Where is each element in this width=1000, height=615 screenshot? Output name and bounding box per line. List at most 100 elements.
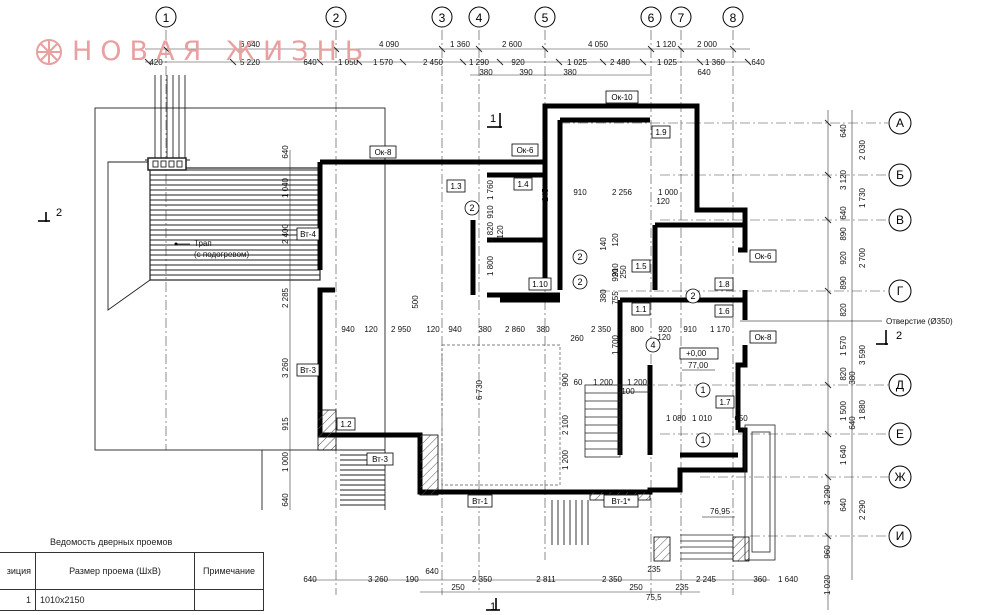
- brand-logo: НОВАЯ ЖИЗНЬ: [34, 36, 371, 67]
- window-tag: Ок-10: [611, 93, 633, 102]
- axis-label-2: 2: [333, 11, 340, 25]
- mark-label: 1: [700, 385, 705, 395]
- mark-label: 2: [469, 203, 474, 213]
- dim-text: 2 000: [697, 40, 718, 49]
- dim-text: 5 220: [240, 58, 261, 67]
- dim-text: 2 480: [610, 58, 631, 67]
- axis-label-3: 3: [439, 11, 446, 25]
- dim-text: 2 256: [612, 188, 633, 197]
- dim-text: 1 640: [778, 575, 799, 584]
- section-label: 2: [896, 330, 902, 342]
- mark-label: 4: [650, 340, 655, 350]
- brand-name: НОВАЯ ЖИЗНЬ: [72, 36, 372, 67]
- level-mark: 77,00: [688, 361, 709, 370]
- dim-text: 1 170: [710, 325, 731, 334]
- axis-label-a: А: [896, 116, 904, 130]
- section-label: 1: [490, 113, 496, 125]
- dim-text: 1 010: [692, 414, 713, 423]
- dim-text: 1 360: [450, 40, 471, 49]
- hole-label: Отверстие (Ø350): [886, 317, 953, 326]
- door-tag: Вт-1*: [612, 497, 631, 506]
- dim-text: 940: [341, 325, 355, 334]
- dim-text: 235: [675, 583, 689, 592]
- element-tags: [296, 90, 777, 508]
- dim-text: 2 450: [423, 58, 444, 67]
- dim-text: 250: [629, 583, 643, 592]
- dim-text: 920: [611, 268, 620, 282]
- room-tag: 1.4: [517, 180, 529, 189]
- ramp-label: Трап: [194, 239, 212, 248]
- dim-text: 500: [411, 295, 420, 309]
- axis-label-b: Б: [896, 168, 904, 182]
- dim-text: 420: [149, 58, 163, 67]
- dim-text: 120: [364, 325, 378, 334]
- axis-label-1: 1: [163, 11, 170, 25]
- dim-text: 4 090: [379, 40, 400, 49]
- dim-text: 6 730: [475, 379, 484, 400]
- room-tag: 1.3: [450, 182, 462, 191]
- dim-text: 755: [611, 291, 620, 305]
- dim-text: 640: [303, 58, 317, 67]
- door-tag: Вт-1: [472, 497, 488, 506]
- axis-label-e: Е: [896, 427, 904, 441]
- dim-text: 120: [426, 325, 440, 334]
- dim-text: 3 290: [823, 484, 832, 505]
- window-tag: Ок-8: [755, 333, 772, 342]
- dim-text: 3 590: [858, 344, 867, 365]
- dim-text: 640: [751, 58, 765, 67]
- dim-text: 120: [656, 197, 670, 206]
- axis-label-i: И: [896, 529, 905, 543]
- dim-text: 2 950: [391, 325, 412, 334]
- dim-text: 235: [647, 565, 661, 574]
- dim-text: 910: [611, 263, 620, 277]
- dim-text: 1 050: [338, 58, 359, 67]
- dim-text: 1 080: [666, 414, 687, 423]
- dim-text: 1 020: [823, 574, 832, 595]
- level-mark-main: +0,00: [686, 349, 707, 358]
- table-header-cell: Размер проема (ШхВ): [35, 552, 195, 590]
- axis-grid-lines: [165, 30, 888, 595]
- dim-text: 3 120: [839, 169, 848, 190]
- dim-text: 640: [425, 567, 439, 576]
- dim-text: 940: [448, 325, 462, 334]
- room-tag: 1.8: [718, 280, 730, 289]
- dim-text: 380: [536, 325, 550, 334]
- table-header-cell: зиция: [0, 552, 36, 590]
- dim-text: 380: [599, 289, 608, 303]
- axis-label-8: 8: [730, 11, 737, 25]
- mark-label: 1: [700, 435, 705, 445]
- dim-text: 380: [848, 371, 857, 385]
- axis-label-5: 5: [542, 11, 549, 25]
- ramp-sub-label: (с подогревом): [194, 250, 250, 259]
- axis-label-7: 7: [678, 11, 685, 25]
- dim-text: 1 800: [486, 255, 495, 276]
- dim-text: 890: [839, 276, 848, 290]
- dim-text: 60: [574, 378, 583, 387]
- dim-text: 2 700: [858, 247, 867, 268]
- dim-text: 910: [486, 205, 495, 219]
- dim-text: 640: [839, 498, 848, 512]
- dim-text: 1 700: [611, 334, 620, 355]
- dim-text: 1 360: [705, 58, 726, 67]
- section-label: 1: [490, 601, 496, 613]
- dim-text: 380: [563, 68, 577, 77]
- dim-text: 1 040: [281, 177, 290, 198]
- dim-text: 2 245: [696, 575, 717, 584]
- dim-text: 100: [621, 387, 635, 396]
- dim-text: 380: [478, 325, 492, 334]
- dim-text: 640: [697, 68, 711, 77]
- door-tag: Вт-3: [372, 455, 388, 464]
- axis-label-d: Д: [896, 378, 904, 392]
- double-height-void: [441, 344, 561, 486]
- dim-text: 4 050: [588, 40, 609, 49]
- dim-text: 910: [683, 325, 697, 334]
- dim-text: 2 030: [858, 139, 867, 160]
- dim-text: 915: [281, 417, 290, 431]
- dim-text: 1 000: [281, 451, 290, 472]
- room-tag: 1.5: [635, 262, 647, 271]
- dim-text: 250: [451, 583, 465, 592]
- dim-text: 2 290: [858, 499, 867, 520]
- dim-text: 910: [573, 188, 587, 197]
- room-tag: 1.9: [655, 128, 667, 137]
